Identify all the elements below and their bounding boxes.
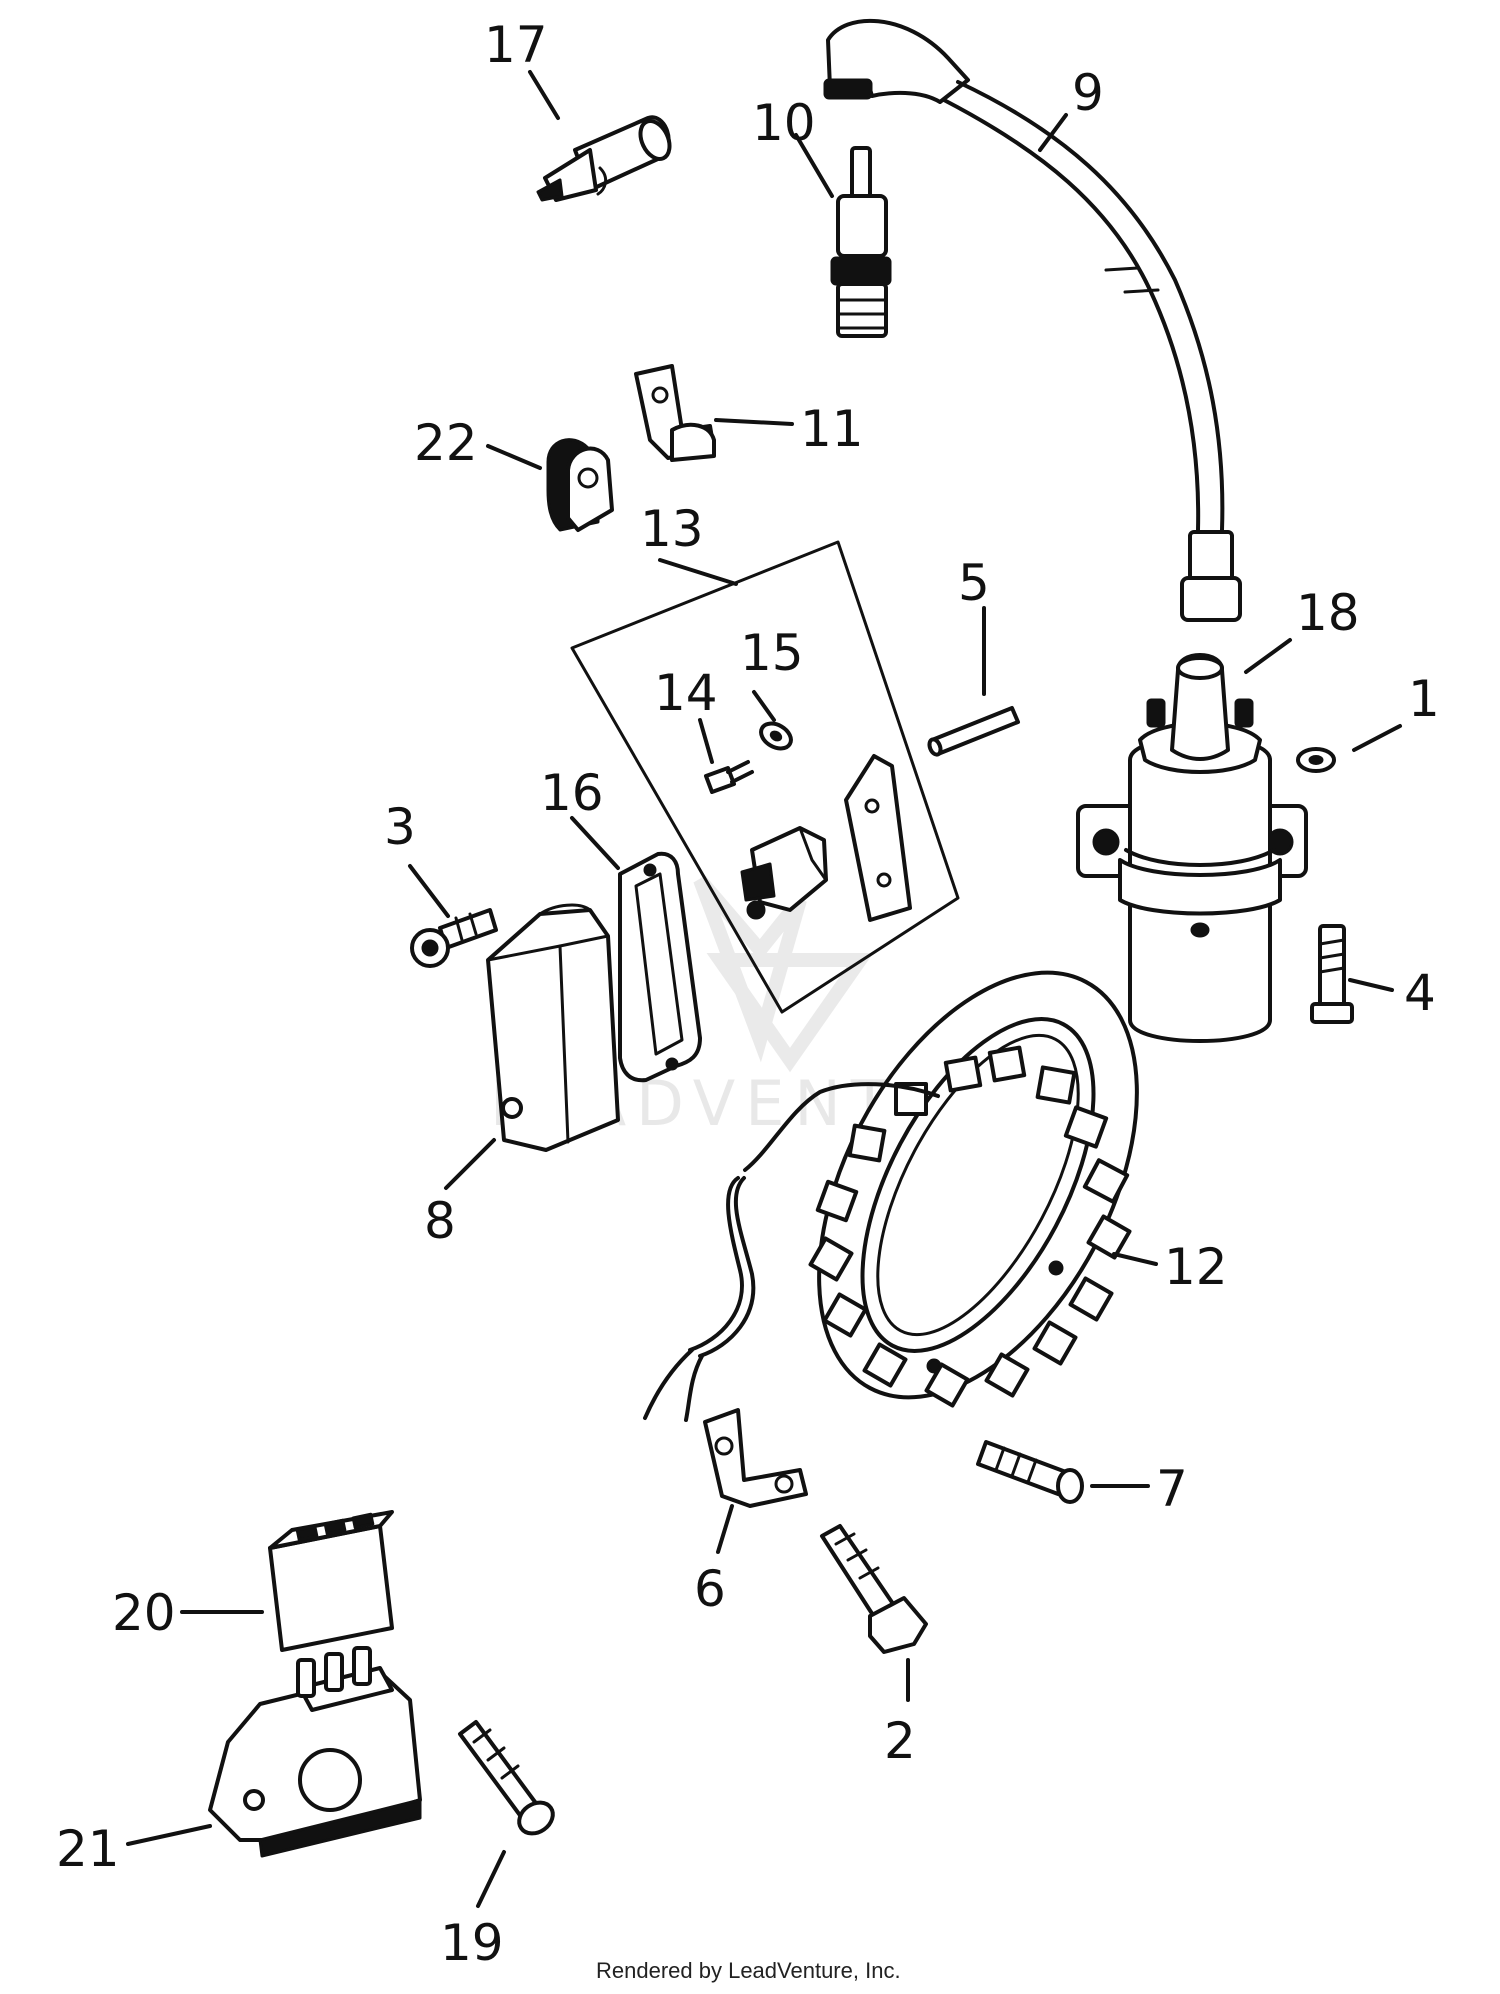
label-1: 1: [1408, 670, 1440, 728]
part-connector-plug[interactable]: [268, 1510, 394, 1652]
part-condenser[interactable]: [536, 115, 675, 202]
part-spark-plug[interactable]: [830, 146, 892, 338]
label-4: 4: [1404, 964, 1436, 1022]
label-11: 11: [800, 400, 864, 458]
label-8: 8: [424, 1192, 456, 1250]
part-washer-1[interactable]: [1296, 747, 1336, 773]
callout-labels: 17 10 9 11 22 13 5 15 14 18 1 3 16 4 8 1…: [56, 16, 1440, 1972]
part-bolt-4[interactable]: [1310, 924, 1354, 1024]
label-16: 16: [540, 764, 604, 822]
part-regulator[interactable]: [208, 1646, 422, 1858]
label-22: 22: [414, 414, 478, 472]
footer-credit: Rendered by LeadVenture, Inc.: [596, 1958, 901, 1983]
label-13: 13: [640, 500, 704, 558]
label-14: 14: [654, 664, 718, 722]
part-ignition-coil[interactable]: [1076, 653, 1308, 1043]
part-pin[interactable]: [927, 706, 1020, 757]
label-20: 20: [112, 1584, 176, 1642]
part-washer-15[interactable]: [757, 718, 796, 753]
label-21: 21: [56, 1820, 120, 1878]
label-7: 7: [1156, 1460, 1188, 1518]
label-12: 12: [1164, 1238, 1228, 1296]
part-wire-clip[interactable]: [546, 438, 614, 532]
label-5: 5: [958, 554, 990, 612]
part-screw-7[interactable]: [976, 1440, 1084, 1504]
label-18: 18: [1296, 584, 1360, 642]
part-module-box[interactable]: [486, 903, 620, 1152]
label-10: 10: [752, 94, 816, 152]
label-3: 3: [384, 798, 416, 856]
stator-teeth: [808, 1045, 1132, 1408]
part-ground-clip[interactable]: [703, 1408, 808, 1508]
part-bracket-clip[interactable]: [634, 364, 716, 462]
part-gasket[interactable]: [618, 851, 702, 1083]
label-6: 6: [694, 1560, 726, 1618]
label-19: 19: [440, 1914, 504, 1972]
part-bolt-2[interactable]: [820, 1524, 928, 1654]
part-points-kit[interactable]: [570, 540, 960, 1014]
part-stator[interactable]: [643, 920, 1203, 1450]
label-9: 9: [1072, 64, 1104, 122]
part-screw-14[interactable]: [704, 760, 754, 794]
label-17: 17: [484, 16, 548, 74]
part-screw-19[interactable]: [458, 1720, 559, 1840]
part-screw-3[interactable]: [410, 908, 498, 968]
leader-lines: [126, 70, 1402, 1908]
label-2: 2: [884, 1712, 916, 1770]
part-spark-plug-wire[interactable]: [823, 18, 1242, 622]
label-15: 15: [740, 624, 804, 682]
